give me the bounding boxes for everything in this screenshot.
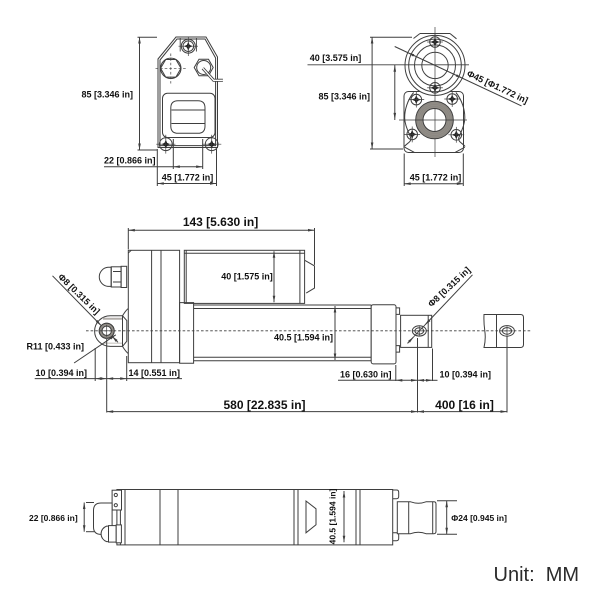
svg-text:22 [0.866 in]: 22 [0.866 in] xyxy=(29,513,78,523)
svg-text:40.5 [1.594 in]: 40.5 [1.594 in] xyxy=(274,332,333,342)
svg-text:10 [0.394 in]: 10 [0.394 in] xyxy=(440,370,492,380)
svg-text:40.5 [1.594 in]: 40.5 [1.594 in] xyxy=(328,488,338,544)
svg-text:R11 [0.433 in]: R11 [0.433 in] xyxy=(27,342,85,352)
svg-text:45 [1.772 in]: 45 [1.772 in] xyxy=(410,173,462,183)
svg-text:580 [22.835 in]: 580 [22.835 in] xyxy=(223,398,305,412)
svg-text:143 [5.630 in]: 143 [5.630 in] xyxy=(183,215,258,229)
svg-text:Φ24 [0.945 in]: Φ24 [0.945 in] xyxy=(451,513,507,523)
svg-text:Unit: MM: Unit: MM xyxy=(494,564,580,586)
svg-text:40 [3.575 in]: 40 [3.575 in] xyxy=(310,53,362,63)
svg-text:10 [0.394 in]: 10 [0.394 in] xyxy=(36,368,88,378)
svg-text:45 [1.772 in]: 45 [1.772 in] xyxy=(162,173,214,183)
svg-text:16 [0.630 in]: 16 [0.630 in] xyxy=(340,370,392,380)
svg-text:400 [16 in]: 400 [16 in] xyxy=(435,398,494,412)
svg-text:85 [3.346 in]: 85 [3.346 in] xyxy=(318,92,370,102)
svg-text:85 [3.346 in]: 85 [3.346 in] xyxy=(81,90,133,100)
svg-text:40 [1.575 in]: 40 [1.575 in] xyxy=(221,272,273,282)
svg-text:14 [0.551 in]: 14 [0.551 in] xyxy=(129,368,181,378)
svg-text:22 [0.866 in]: 22 [0.866 in] xyxy=(104,156,156,166)
